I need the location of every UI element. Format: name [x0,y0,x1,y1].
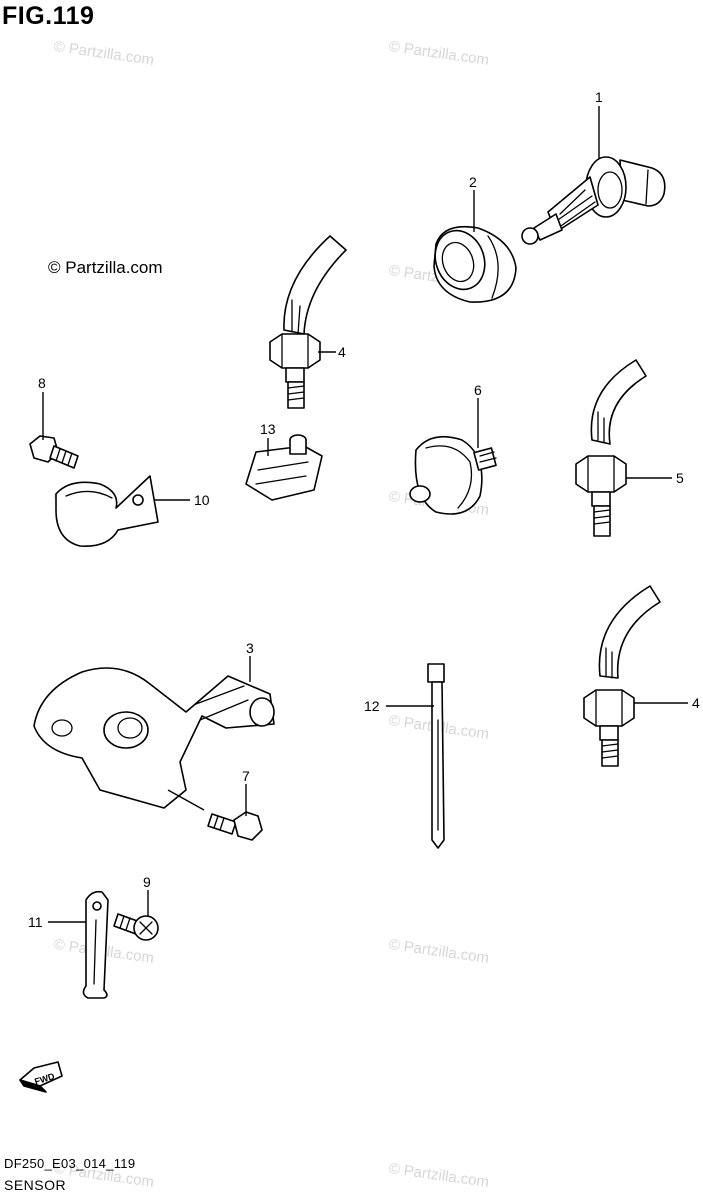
callout-4-upper: 4 [338,344,346,360]
part-10-clamp[interactable] [55,475,159,547]
callout-12: 12 [364,698,380,714]
callout-labels: 1 2 3 4 4 5 6 7 8 9 10 11 12 13 [28,89,700,930]
callout-9: 9 [143,874,151,890]
part-2-grommet[interactable] [427,224,517,303]
drawing-code: DF250_E03_014_119 [4,1156,136,1171]
callout-3: 3 [246,640,254,656]
part-11-strap[interactable] [82,890,109,999]
callout-1: 1 [595,89,603,105]
part-9-screw[interactable] [113,913,159,941]
part-12-cable-tie[interactable] [427,663,445,849]
part-4-sensor-lower[interactable] [583,585,661,767]
copyright-notice: © Partzilla.com [48,258,163,277]
callout-2: 2 [469,174,477,190]
part-4-sensor-upper[interactable] [269,235,347,409]
part-3-bracket[interactable] [33,667,275,809]
part-6-knock-sensor[interactable] [409,435,497,515]
part-13-clip[interactable] [245,434,323,501]
fwd-arrow-icon: FWD [19,1061,63,1093]
callout-10: 10 [194,492,210,508]
callout-11: 11 [28,914,43,930]
part-8-bolt[interactable] [29,435,79,469]
callout-8: 8 [38,375,46,391]
callout-7: 7 [242,768,250,784]
part-1-sensor[interactable] [521,156,666,245]
callout-13: 13 [260,421,276,437]
part-7-bolt[interactable] [207,811,263,841]
diagram-caption: SENSOR [4,1177,67,1193]
part-5-sensor[interactable] [575,359,647,537]
callout-4-lower: 4 [692,695,700,711]
callout-6: 6 [474,382,482,398]
leader-lines [42,106,688,923]
callout-5: 5 [676,470,684,486]
figure-title: FIG.119 [2,2,95,30]
